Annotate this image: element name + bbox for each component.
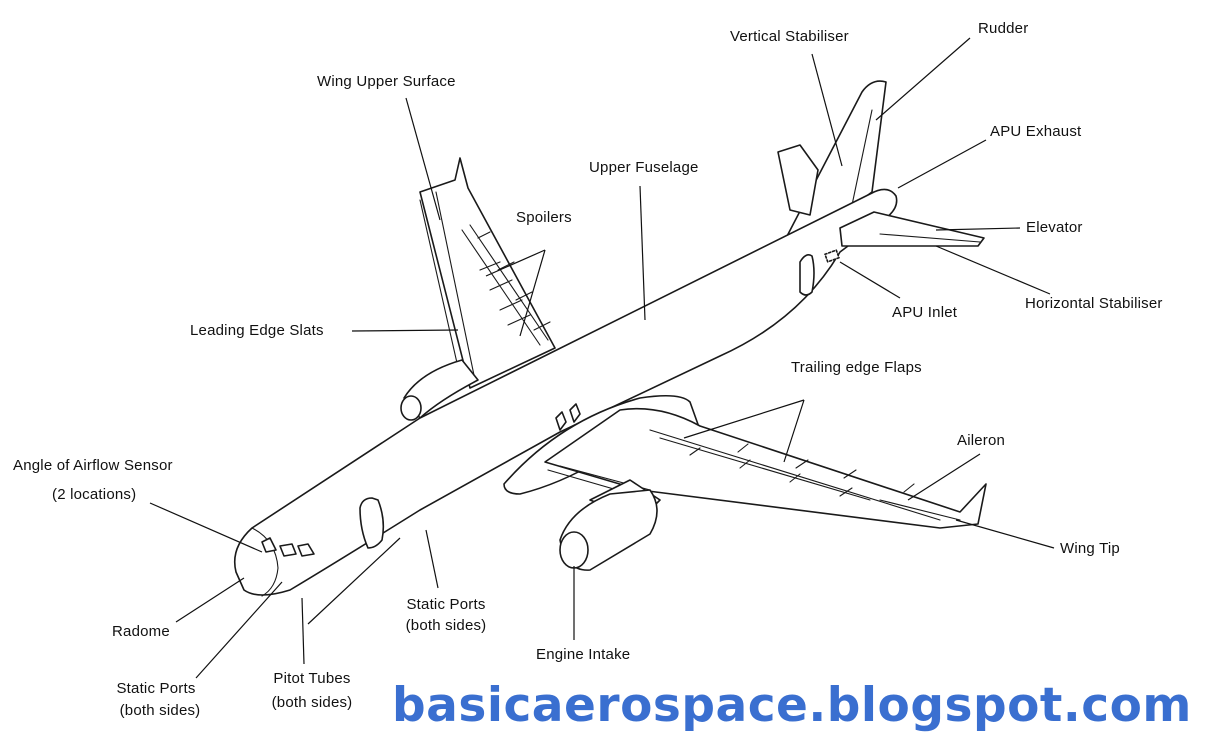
leader-aileron (907, 453, 981, 501)
label-apu-inlet: APU Inlet (892, 304, 958, 321)
leader-apu-exhaust (897, 139, 987, 189)
label-wing-upper-surface: Wing Upper Surface (317, 73, 456, 90)
leader-apu-inlet (839, 261, 901, 299)
label-upper-fuselage: Upper Fuselage (589, 159, 699, 176)
label-static-ports-front-note: (both sides) (119, 702, 201, 719)
leader-trailing-edge-flaps-b (783, 399, 805, 463)
leader-static-ports-front (195, 581, 283, 679)
near-wing (544, 407, 987, 529)
leader-rudder (875, 37, 971, 121)
forward-door (359, 497, 385, 549)
near-engine-intake (559, 531, 589, 569)
label-leading-edge-slats: Leading Edge Slats (190, 322, 324, 339)
label-pitot-tubes: Pitot Tubes (273, 670, 351, 687)
far-wing-slats (419, 191, 476, 386)
label-apu-exhaust: APU Exhaust (990, 123, 1082, 140)
label-elevator: Elevator (1026, 219, 1083, 236)
label-static-ports-mid-note: (both sides) (405, 617, 487, 634)
label-aileron: Aileron (957, 432, 1006, 449)
leader-lines (149, 37, 1055, 679)
rear-door (799, 254, 815, 296)
label-angle-of-airflow-sensor-note: (2 locations) (52, 486, 137, 503)
near-wing-flaps (649, 429, 941, 521)
leader-radome (175, 577, 245, 623)
leader-angle-of-airflow-sensor (149, 502, 263, 553)
cockpit-windows (261, 537, 315, 557)
apu-inlet-door (824, 249, 840, 263)
rudder-line (851, 109, 873, 206)
leader-leading-edge-slats (351, 329, 459, 332)
far-wing (419, 157, 556, 389)
label-vertical-stabiliser: Vertical Stabiliser (730, 28, 849, 45)
label-trailing-edge-flaps: Trailing edge Flaps (791, 359, 922, 376)
far-engine-intake (400, 395, 422, 421)
near-wing-fences (737, 443, 915, 493)
far-wing-spoilers (461, 224, 549, 346)
label-static-ports-mid: Static Ports (406, 596, 486, 613)
label-angle-of-airflow-sensor: Angle of Airflow Sensor (13, 457, 173, 474)
leader-wing-upper-surface (405, 97, 441, 221)
leader-spoilers-a (485, 249, 546, 277)
horizontal-stabiliser (839, 211, 985, 247)
leader-spoilers-b (519, 249, 546, 337)
elevator-line (879, 233, 981, 243)
label-spoilers: Spoilers (516, 209, 572, 226)
label-radome: Radome (112, 623, 170, 640)
leader-static-ports-mid (425, 529, 439, 589)
label-rudder: Rudder (978, 20, 1029, 37)
watermark-url: basicaerospace.blogspot.com (392, 678, 1192, 733)
label-horizontal-stabiliser: Horizontal Stabiliser (1025, 295, 1163, 312)
leader-horizontal-stabiliser (935, 245, 1051, 295)
leader-wing-tip (955, 519, 1055, 549)
label-wing-tip: Wing Tip (1060, 540, 1120, 557)
leader-pitot-tubes-b (307, 537, 401, 625)
label-engine-intake: Engine Intake (536, 646, 631, 663)
far-wing-fences (477, 231, 551, 331)
aileron-line (879, 499, 961, 521)
far-horizontal-stabiliser (777, 144, 819, 216)
leader-upper-fuselage (639, 185, 646, 321)
leader-elevator (935, 227, 1021, 231)
leader-vertical-stabiliser (811, 53, 843, 167)
leader-pitot-tubes-a (301, 597, 305, 665)
overwing-exits (555, 403, 581, 431)
far-engine (403, 359, 479, 419)
label-static-ports-front: Static Ports (116, 680, 196, 697)
radome-outline (251, 527, 279, 597)
label-pitot-tubes-note: (both sides) (271, 694, 353, 711)
leader-trailing-edge-flaps-a (683, 399, 805, 439)
aircraft-outline (233, 80, 987, 597)
